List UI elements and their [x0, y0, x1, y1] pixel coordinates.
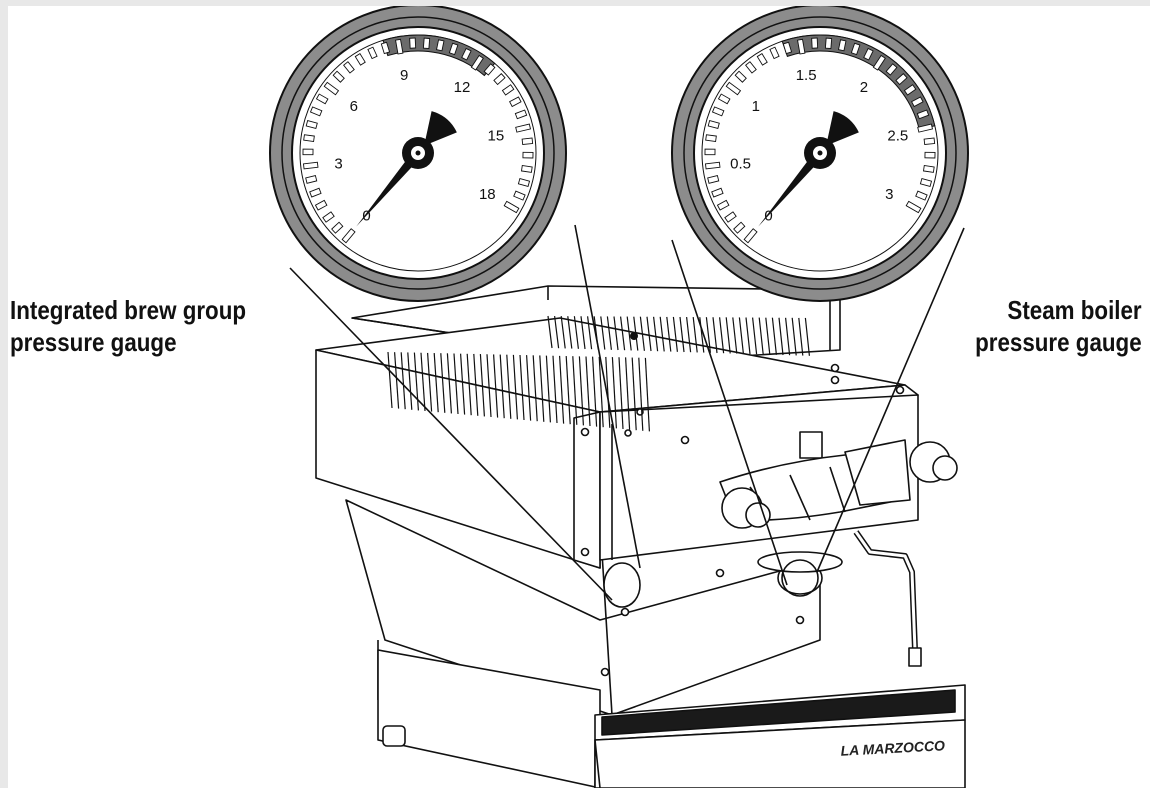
steam-gauge-hole [781, 559, 819, 597]
steam-gauge-needle [758, 149, 824, 227]
top-vent-left [387, 351, 650, 432]
steam-gauge-scale-label: 2 [860, 79, 868, 96]
brew-gauge-scale-label: 9 [400, 67, 408, 84]
drip-tray-base [377, 649, 601, 788]
spout-housing [799, 431, 823, 459]
brew-gauge-scale-label: 6 [350, 98, 358, 115]
machine-side-bracket [573, 411, 601, 569]
brew-gauge-pivot [415, 150, 421, 156]
steam-gauge-scale-label: 3 [885, 186, 893, 203]
steam-leader-right [816, 227, 965, 573]
brew-callout-line2: pressure gauge [10, 327, 177, 357]
steam-gauge-callout: Steam boiler pressure gauge [975, 294, 1142, 358]
brew-gauge-scale-label: 18 [479, 186, 496, 203]
steam-gauge-scale-label: 0 [764, 207, 772, 224]
steam-gauge-scale-label: 1 [752, 98, 760, 115]
brew-callout-line1: Integrated brew group [10, 295, 247, 325]
brand-logo: LA MARZOCCO [840, 737, 945, 758]
brew-leader-right [574, 224, 641, 569]
machine-foot [382, 725, 406, 747]
brew-gauge-callout: Integrated brew group pressure gauge [10, 294, 246, 358]
steam-leader-left [671, 239, 788, 586]
steam-callout-line2: pressure gauge [975, 327, 1142, 357]
brew-gauge-hole [603, 562, 641, 608]
top-screw [630, 332, 638, 340]
brew-gauge-needle [356, 149, 422, 227]
top-vents [387, 315, 810, 432]
steam-callout-line1: Steam boiler [1007, 295, 1142, 325]
steam-gauge-scale-label: 2.5 [887, 128, 908, 145]
machine-lower-body [345, 499, 821, 716]
brew-gauge-scale-label: 3 [334, 155, 342, 172]
steam-gauge-scale-label: 1.5 [796, 67, 817, 84]
steam-wand [853, 530, 918, 651]
brew-pressure-gauge: 0 3 6 9 12 15 18 [269, 4, 567, 302]
steam-pressure-gauge: 0 0.5 1 1.5 2 2.5 3 [671, 4, 969, 302]
steam-wand-handle [844, 439, 911, 506]
callout-lines [289, 224, 965, 601]
brew-gauge-scale-label: 12 [454, 79, 471, 96]
brew-leader-left [289, 267, 613, 601]
drip-tray-grid [601, 689, 956, 736]
steam-gauge-scale-label: 0.5 [730, 155, 751, 172]
brew-gauge-scale-label: 0 [362, 207, 370, 224]
brew-gauge-scale-label: 15 [487, 128, 504, 145]
espresso-machine [315, 285, 966, 788]
steam-gauge-pivot [817, 150, 823, 156]
top-vent-right [547, 315, 810, 356]
